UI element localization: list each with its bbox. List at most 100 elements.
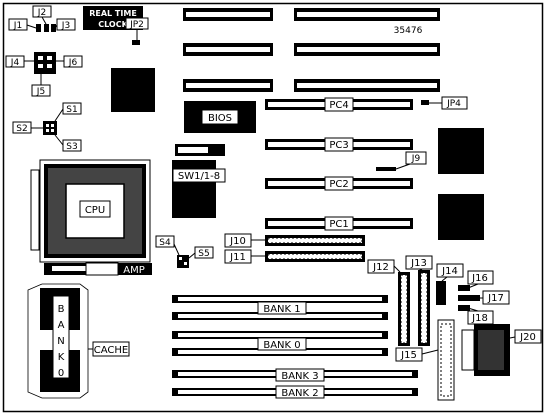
bank0-label-box <box>257 337 307 351</box>
j20-callout <box>514 329 542 344</box>
bank2-label: BANK 2 <box>281 388 318 399</box>
chip-right-upper <box>438 128 484 174</box>
jumper-group-j1-j6: J2 J1 J3 J4 J6 J5 <box>5 5 83 97</box>
bank3-label-box <box>275 368 325 382</box>
j3-label: J3 <box>61 21 70 31</box>
j1-label: J1 <box>13 21 22 31</box>
jp4-pins <box>421 100 429 105</box>
pc2-label: PC2 <box>329 179 348 190</box>
s4-callout <box>155 235 175 248</box>
s2-label: S2 <box>16 124 27 134</box>
bank1-label: BANK 1 <box>263 304 300 315</box>
cache-label: CACHE <box>94 345 128 356</box>
j17-label: J17 <box>487 293 504 304</box>
j15-callout <box>395 347 423 362</box>
j16-label: J16 <box>471 273 488 284</box>
pc3-label: PC3 <box>329 140 348 151</box>
j4-j6-header <box>34 52 56 74</box>
s1-callout <box>62 102 82 115</box>
cache-bank-letter-n: N <box>57 336 64 347</box>
j2-label: J2 <box>37 8 46 18</box>
cache-bank-box <box>52 295 70 379</box>
sw1-callout <box>172 168 226 183</box>
pc2-label-box <box>324 176 354 191</box>
j9-callout <box>405 151 427 165</box>
cpu-label-box <box>79 200 111 218</box>
rtc-label-line2: CLOCK <box>98 20 128 29</box>
jp2-label: JP2 <box>129 20 144 30</box>
jp4-label: JP4 <box>446 99 461 109</box>
j18-label: J18 <box>471 313 488 324</box>
s3-callout <box>62 139 82 152</box>
j18-pins <box>458 305 470 311</box>
j6-label: J6 <box>68 58 78 68</box>
sw1-label: SW1/1-8 <box>178 171 220 182</box>
j10-j11-headers: J10 J11 <box>224 233 365 264</box>
cache: B A N K 0 CACHE <box>27 283 130 399</box>
pc-slots: PC4 PC3 PC2 PC1 <box>265 97 413 231</box>
pc3-label-box <box>324 137 354 152</box>
s4-s5: S4 S5 <box>155 235 214 268</box>
j14-callout <box>436 263 464 278</box>
j2-pins <box>44 24 49 32</box>
s4-label: S4 <box>159 238 171 248</box>
real-time-clock: REAL TIME CLOCK JP2 <box>83 6 149 45</box>
jp4-j9: JP4 J9 <box>376 96 468 171</box>
s1-s3: S1 S2 S3 <box>12 102 82 152</box>
pc4-label: PC4 <box>329 100 348 111</box>
cache-bank-letter-k: K <box>58 352 65 363</box>
s5-callout <box>194 246 214 259</box>
cache-bank-letter-a: A <box>58 320 65 331</box>
j5-label: J5 <box>36 87 45 97</box>
part-number: 35476 <box>394 26 423 36</box>
cache-bank-letter-0: 0 <box>58 368 64 379</box>
s1-s3-header <box>43 121 57 135</box>
j9-label: J9 <box>411 154 421 164</box>
pc4-label-box <box>324 97 354 112</box>
s4-s5-header <box>177 255 189 268</box>
s5-label: S5 <box>198 249 209 259</box>
chip-upper-left <box>111 68 155 112</box>
j4-label: J4 <box>10 58 20 68</box>
pc1-label: PC1 <box>329 219 348 230</box>
rtc-label-line1: REAL TIME <box>89 9 137 18</box>
j9-pins <box>376 167 396 171</box>
j11-label: J11 <box>229 252 246 263</box>
bank0-label: BANK 0 <box>263 340 300 351</box>
bank2-label-box <box>275 385 325 399</box>
j16-pins <box>458 285 470 291</box>
bank1-label-box <box>257 301 307 315</box>
j16-callout <box>467 270 494 285</box>
chip-right-lower <box>438 194 484 240</box>
j3-pins <box>51 24 56 32</box>
j10-label: J10 <box>229 236 246 247</box>
cpu-label: CPU <box>85 205 105 216</box>
right-connectors: J12 J13 J14 J16 J17 J18 J15 J20 <box>367 255 542 401</box>
pc1-label-box <box>324 216 354 231</box>
top-slots: 35476 <box>183 8 440 92</box>
j1-pins <box>36 24 41 32</box>
s1-label: S1 <box>66 105 77 115</box>
j20-label: J20 <box>519 332 536 343</box>
sw1-dip-switch: SW1/1-8 <box>172 144 226 183</box>
jp2-pins <box>132 40 140 45</box>
bios-label-box <box>201 109 239 125</box>
bios-label: BIOS <box>208 113 232 124</box>
j17-pins <box>458 295 480 301</box>
j20-bracket <box>461 329 475 371</box>
j1-callout <box>8 18 28 31</box>
j3-callout <box>56 18 76 31</box>
j14-label: J14 <box>441 266 458 277</box>
memory-banks: BANK 1 BANK 0 BANK 3 BANK 2 <box>172 295 418 399</box>
cpu-socket: CPU AMP <box>30 159 152 276</box>
socket-lever <box>30 169 40 251</box>
bios: BIOS <box>184 101 256 133</box>
bank3-label: BANK 3 <box>281 371 318 382</box>
cache-bank-letter-b: B <box>58 304 65 315</box>
j13-label: J13 <box>410 258 427 269</box>
j15-label: J15 <box>400 350 417 361</box>
s3-label: S3 <box>66 142 77 152</box>
j12-label: J12 <box>372 262 389 273</box>
j14-header <box>436 281 446 305</box>
